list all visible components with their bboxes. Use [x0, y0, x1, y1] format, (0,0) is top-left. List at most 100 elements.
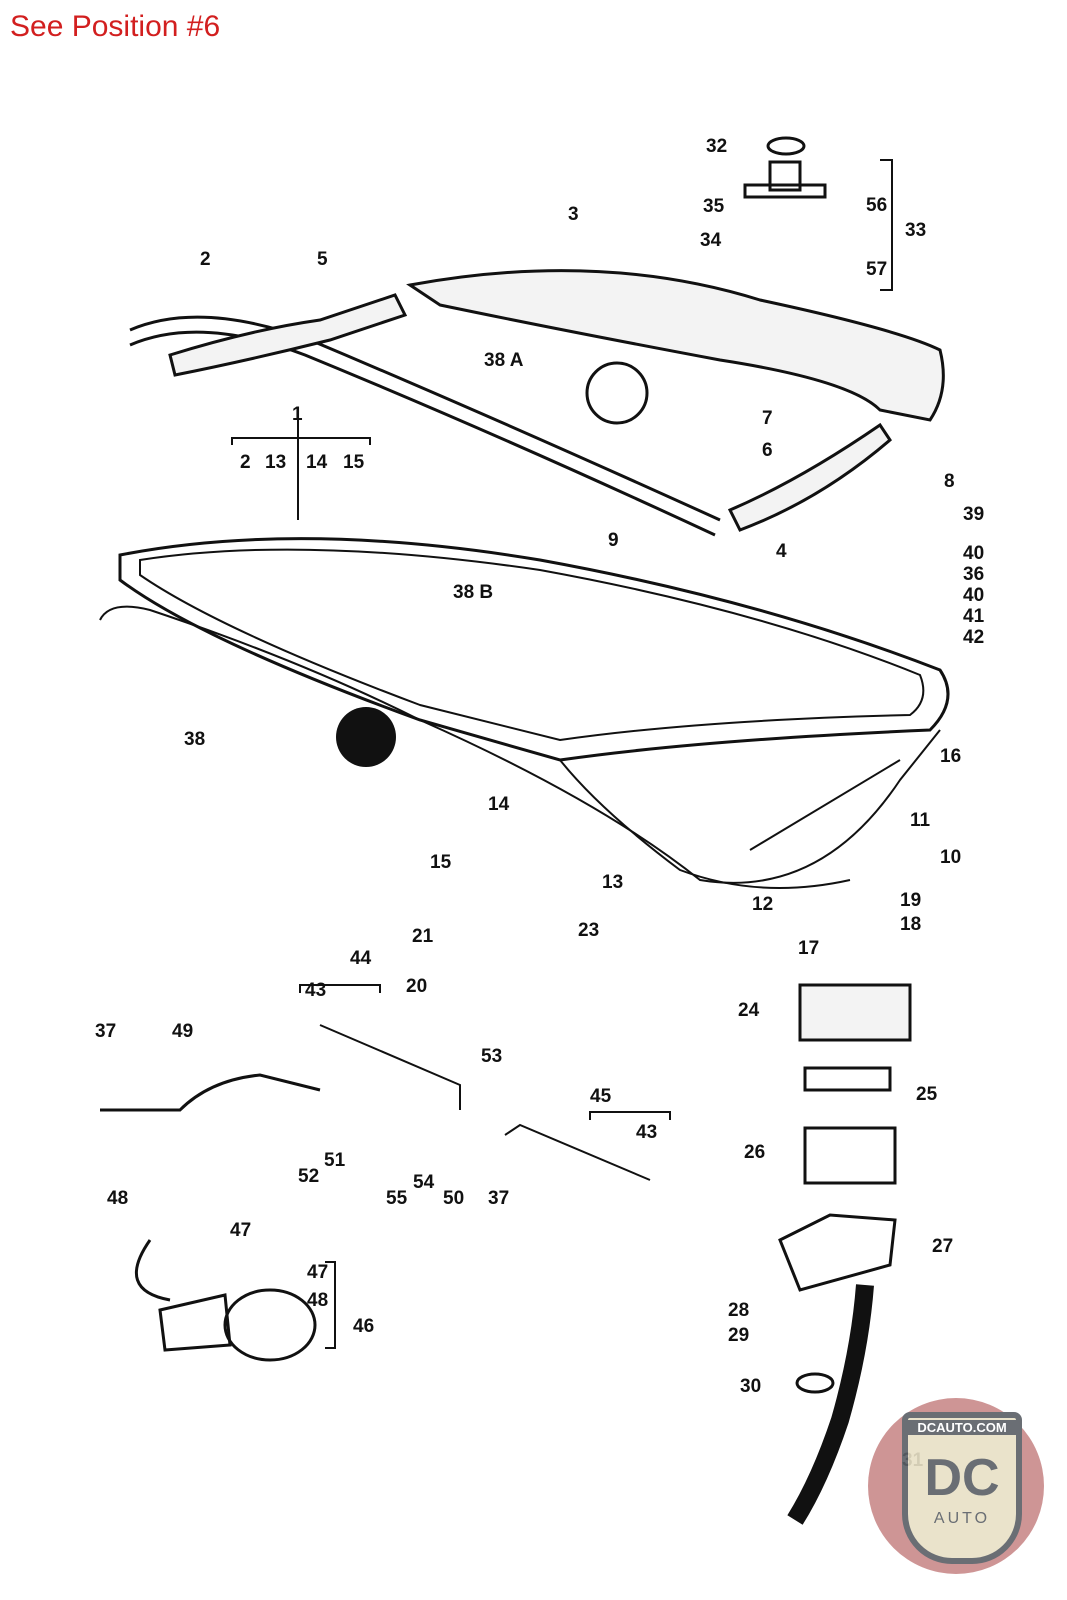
label-46: 46: [353, 1316, 374, 1337]
seal-38: [99, 605, 941, 884]
label-49: 49: [172, 1021, 193, 1042]
label-54: 54: [413, 1172, 435, 1193]
label-47a: 47: [230, 1220, 251, 1241]
bracket-44: [299, 984, 381, 993]
label-51: 51: [324, 1150, 346, 1171]
label-12: 12: [752, 894, 773, 915]
part-25: [803, 1066, 892, 1092]
label-11: 11: [910, 810, 931, 831]
label-32: 32: [706, 136, 727, 157]
bracket-1: [231, 437, 371, 445]
seal-2-b: [129, 330, 716, 537]
logo-shield: DCAUTO.COM DC AUTO: [902, 1412, 1022, 1564]
label-5: 5: [317, 249, 328, 270]
strip-4: [727, 422, 892, 532]
label-28: 28: [728, 1300, 749, 1321]
part-30: [795, 1372, 835, 1394]
bracket-33: [880, 159, 893, 291]
label-38a: 38 A: [484, 350, 524, 371]
subpart-14: 14: [306, 452, 328, 473]
label-36: 36: [963, 564, 984, 585]
label-44: 44: [350, 948, 372, 969]
rod-45: [504, 1123, 651, 1181]
motor-46: [223, 1288, 317, 1362]
label-43a: 43: [305, 980, 326, 1001]
part-33-plate: [743, 183, 827, 199]
label-56: 56: [866, 195, 887, 216]
label-29: 29: [728, 1325, 749, 1346]
bracket-46: [325, 1261, 336, 1349]
part-24: [798, 983, 912, 1042]
label-43b: 43: [636, 1122, 657, 1143]
label-50: 50: [443, 1188, 464, 1209]
label-39: 39: [963, 504, 984, 525]
label-18: 18: [900, 914, 921, 935]
part-27: [778, 1213, 897, 1292]
label-30: 30: [740, 1376, 761, 1397]
bracket-45: [589, 1111, 671, 1120]
logo-url: DCAUTO.COM: [908, 1420, 1016, 1435]
see-position-note: See Position #6: [10, 10, 221, 43]
label-26: 26: [744, 1142, 765, 1163]
frame-3: [406, 269, 945, 422]
logo-word: AUTO: [933, 1510, 991, 1527]
label-27: 27: [932, 1236, 953, 1257]
lid-inner: [139, 548, 925, 742]
strip-5: [168, 293, 408, 377]
label-33: 33: [905, 220, 926, 241]
label-8: 8: [944, 471, 955, 492]
label-47b: 47: [307, 1262, 328, 1283]
part-33-body: [768, 160, 802, 192]
label-6: 6: [762, 440, 773, 461]
motor-46-housing: [158, 1293, 232, 1352]
label-42: 42: [963, 627, 984, 648]
label-37b: 37: [488, 1188, 509, 1209]
logo-mark: DC: [924, 1449, 1000, 1507]
label-17: 17: [798, 938, 819, 959]
subpart-13: 13: [265, 452, 286, 473]
hose-31: [787, 1284, 874, 1525]
label-9: 9: [608, 530, 619, 551]
label-53: 53: [481, 1046, 502, 1067]
label-40b: 40: [963, 585, 984, 606]
label-3: 3: [568, 204, 579, 225]
label-37a: 37: [95, 1021, 116, 1042]
label-48a: 48: [107, 1188, 128, 1209]
part-26: [803, 1126, 897, 1185]
seal-2: [129, 315, 721, 522]
part-32: [766, 136, 806, 156]
cable-49: [100, 1073, 321, 1112]
symbol-circle-upper: [585, 361, 649, 425]
rod-16: [749, 759, 901, 851]
lid-outline: [118, 537, 950, 762]
label-34: 34: [700, 230, 722, 251]
label-52: 52: [298, 1166, 319, 1187]
label-57: 57: [866, 259, 887, 280]
label-24: 24: [738, 1000, 760, 1021]
label-48b: 48: [307, 1290, 328, 1311]
label-13: 13: [602, 872, 623, 893]
label-20: 20: [406, 976, 427, 997]
lid-lower: [559, 759, 851, 889]
label-21: 21: [412, 926, 434, 947]
label-1: 1: [292, 404, 303, 425]
label-7: 7: [762, 408, 773, 429]
label-38: 38: [184, 729, 205, 750]
label-38b: 38 B: [453, 582, 493, 603]
label-19: 19: [900, 890, 921, 911]
label-10: 10: [940, 847, 961, 868]
subpart-2: 2: [240, 452, 251, 473]
rod-44: [319, 1024, 461, 1110]
label-4: 4: [776, 541, 787, 562]
dcauto-logo: DCAUTO.COM DC AUTO: [868, 1398, 1044, 1574]
label-45: 45: [590, 1086, 612, 1107]
label-40a: 40: [963, 543, 984, 564]
label-15: 15: [430, 852, 452, 873]
wire: [134, 1239, 171, 1302]
label-25: 25: [916, 1084, 938, 1105]
subpart-15: 15: [343, 452, 365, 473]
symbol-circle-lower: [336, 707, 396, 767]
label-16: 16: [940, 746, 961, 767]
label-55: 55: [386, 1188, 408, 1209]
